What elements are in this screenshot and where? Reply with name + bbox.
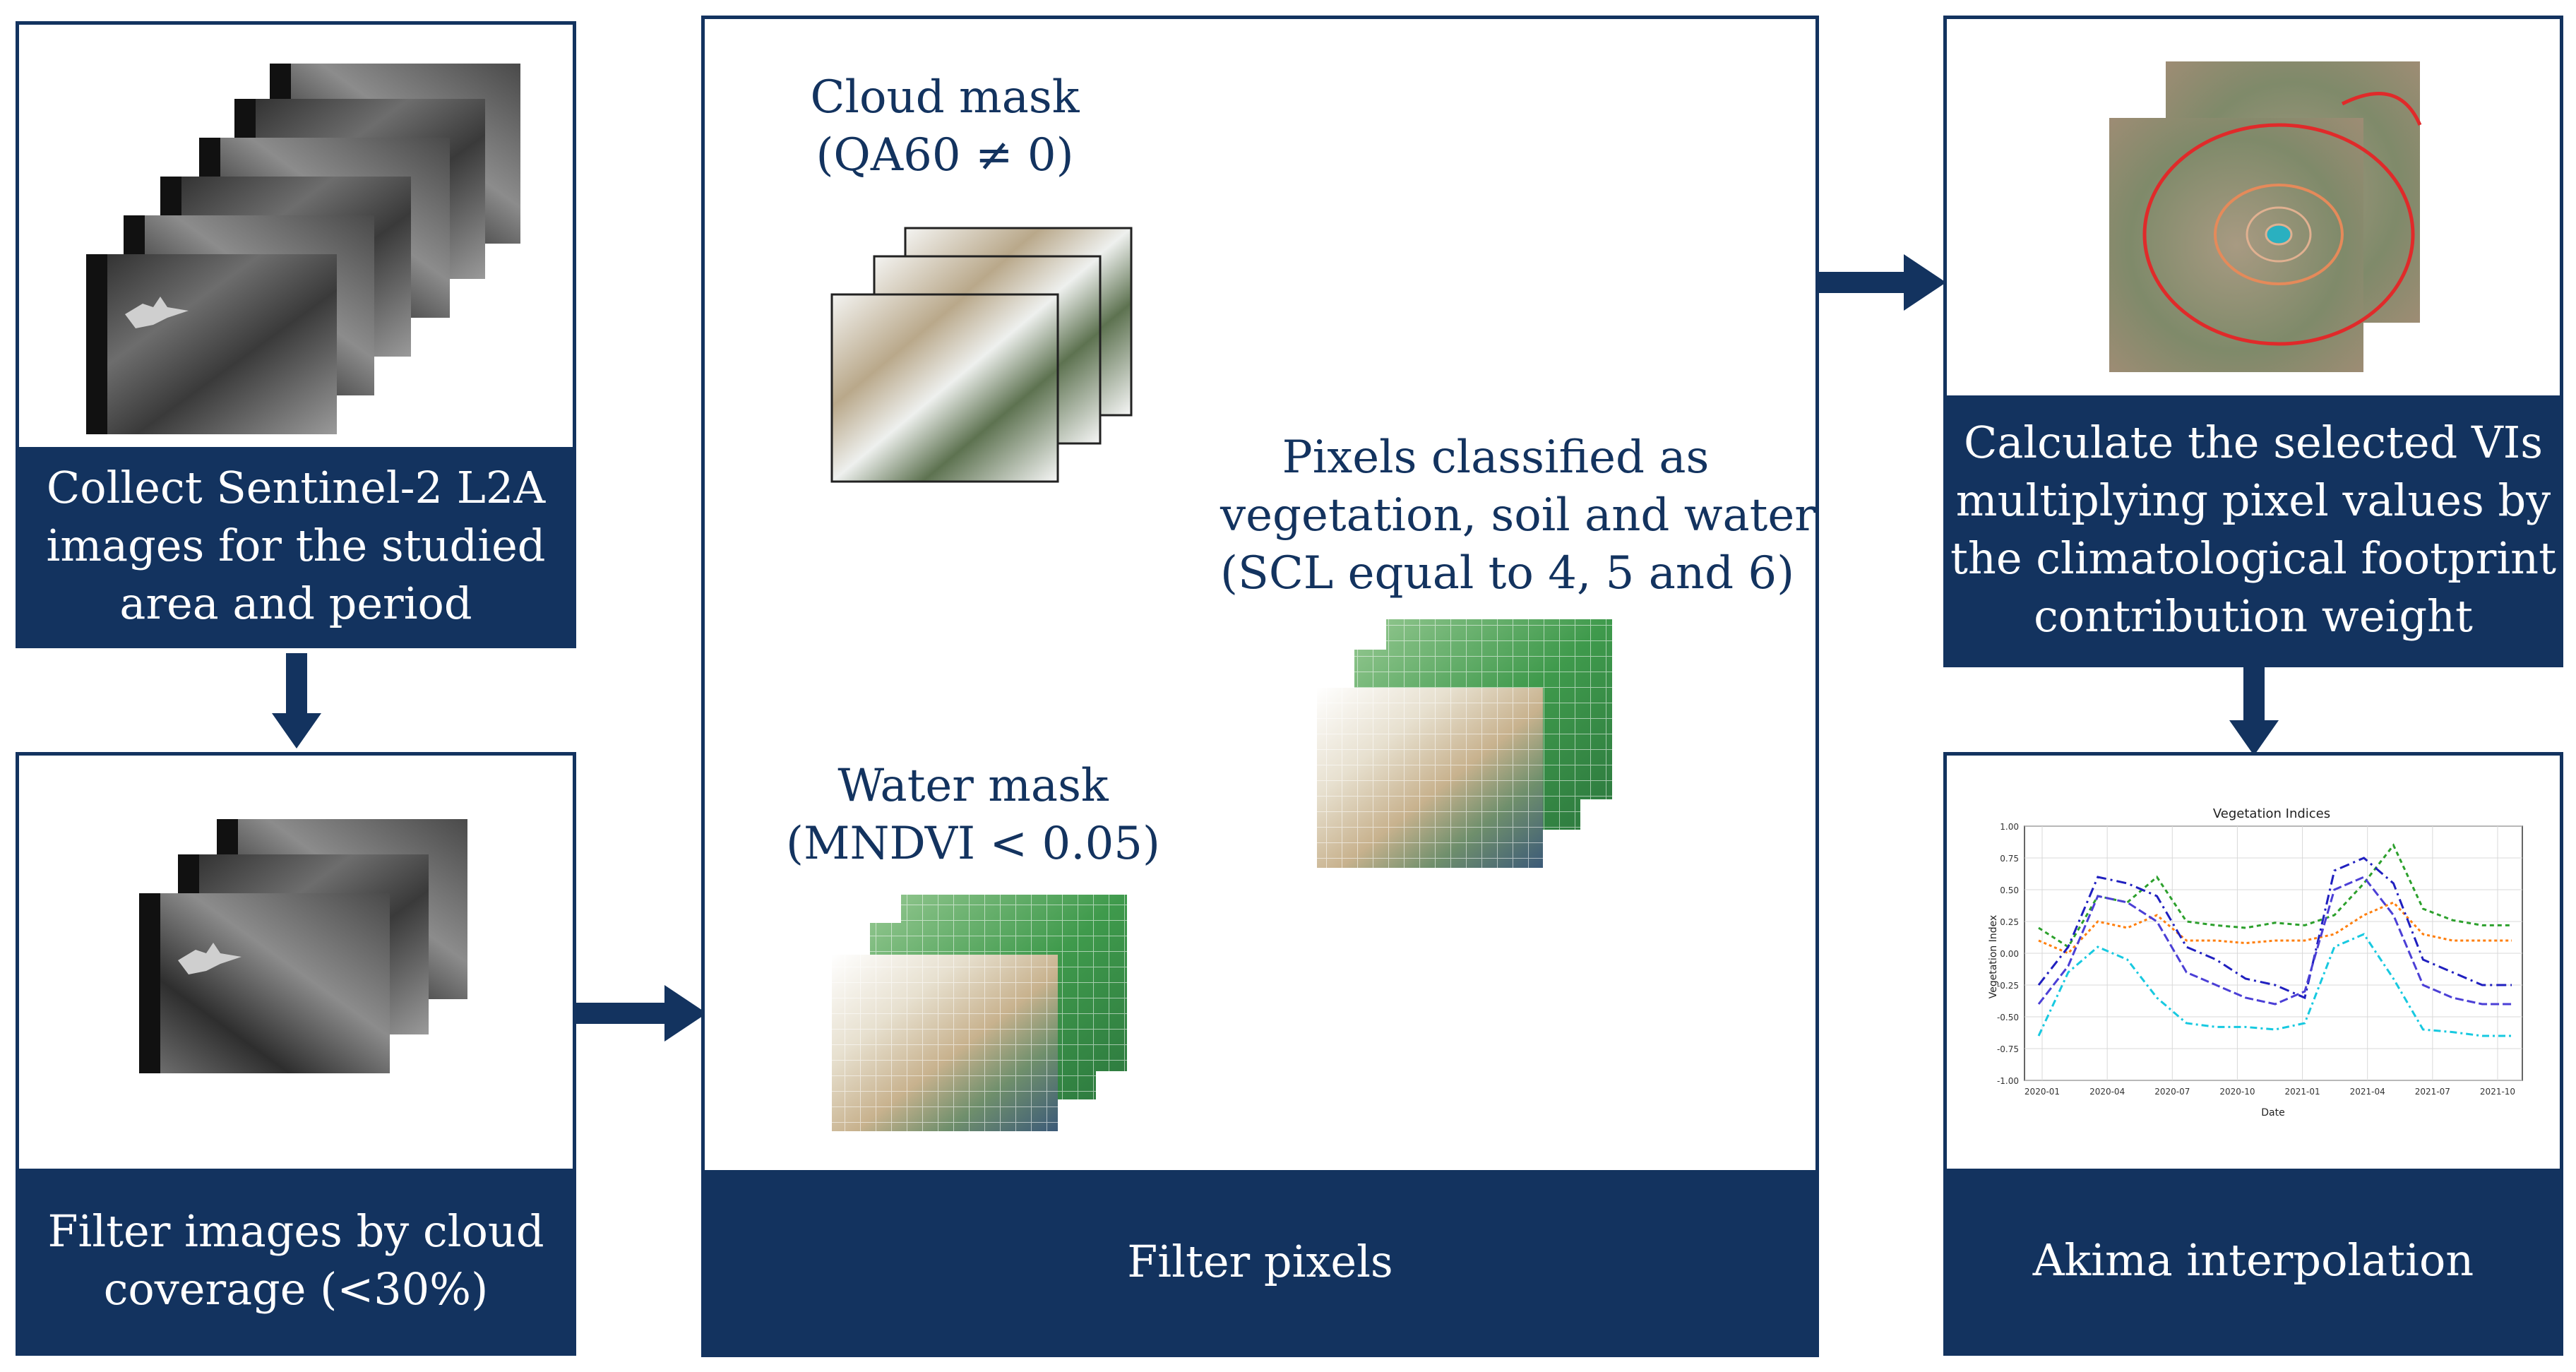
chart-y-axis-label: Vegetation Index (1988, 915, 1999, 998)
caption-line: coverage (<30%) (103, 1263, 489, 1315)
caption-line: Calculate the selected VIs (1963, 417, 2544, 468)
scl-label: Pixels classified as vegetation, soil an… (1220, 429, 1816, 602)
y-tick-label: -0.75 (1997, 1044, 2019, 1054)
caption-line: area and period (119, 578, 472, 629)
chart-title: Vegetation Indices (2213, 806, 2330, 821)
cloud-filter-panel: Filter images by cloud coverage (<30%) (16, 752, 576, 1356)
akima-caption: Akima interpolation (1947, 1169, 2560, 1352)
x-tick-label: 2020-04 (2089, 1087, 2125, 1097)
mask-image-stacks (830, 227, 1612, 1131)
label-line: (MNDVI < 0.05) (786, 818, 1160, 870)
caption-line: Filter pixels (1127, 1236, 1393, 1287)
x-tick-label: 2021-01 (2285, 1087, 2320, 1097)
arrow-right-icon (576, 985, 707, 1042)
series-line (2038, 843, 2512, 949)
label-line: (QA60 ≠ 0) (816, 129, 1074, 181)
series-line (2037, 933, 2512, 1037)
y-tick-label: 1.00 (2000, 822, 2019, 832)
caption-line: images for the studied (46, 520, 546, 571)
series-line (2037, 857, 2512, 1000)
series-line (2037, 876, 2512, 1006)
chart-x-axis-label: Date (2261, 1107, 2284, 1119)
y-tick-label: -1.00 (1997, 1076, 2019, 1086)
label-line: Cloud mask (810, 71, 1080, 124)
series-line (2038, 901, 2512, 955)
x-tick-label: 2020-10 (2219, 1087, 2255, 1097)
vegetation-indices-chart: 1.00 0.75 0.50 0.25 0.00 -0.25 -0.50 -0.75 -1.00… (1988, 806, 2523, 1119)
y-tick-label: 0.00 (2000, 949, 2019, 959)
caption-line: the climatological footprint (1950, 532, 2557, 584)
x-tick-label: 2020-07 (2154, 1087, 2190, 1097)
satellite-image-stack (86, 64, 520, 434)
filtered-image-stack (139, 819, 467, 1073)
caption-line: contribution weight (2034, 590, 2473, 642)
akima-panel: 1.00 0.75 0.50 0.25 0.00 -0.25 -0.50 -0.75 -1.00… (1943, 752, 2563, 1356)
label-line: Water mask (837, 760, 1109, 812)
caption-line: Akima interpolation (2032, 1234, 2474, 1286)
x-tick-label: 2021-04 (2350, 1087, 2385, 1097)
y-tick-label: -0.50 (1997, 1013, 2019, 1022)
collect-images-panel: Collect Sentinel-2 L2A images for the st… (16, 21, 576, 648)
filter-pixels-caption: Filter pixels (705, 1170, 1815, 1354)
y-tick-label: -0.25 (1997, 981, 2019, 991)
y-tick-label: 0.75 (2000, 854, 2019, 864)
water-mask-label: Water mask (MNDVI < 0.05) (775, 757, 1171, 873)
label-line: (SCL equal to 4, 5 and 6) (1220, 547, 1795, 599)
cloud-filter-caption: Filter images by cloud coverage (<30%) (19, 1169, 573, 1352)
arrow-right-icon (1819, 254, 1946, 311)
collect-images-caption: Collect Sentinel-2 L2A images for the st… (19, 447, 573, 645)
cloud-mask-label: Cloud mask (QA60 ≠ 0) (775, 68, 1114, 184)
y-tick-label: 0.50 (2000, 885, 2019, 895)
arrow-down-icon (2229, 667, 2279, 756)
caption-line: Filter images by cloud (47, 1205, 544, 1257)
caption-line: Collect Sentinel-2 L2A (46, 462, 546, 513)
label-line: vegetation, soil and water (1220, 489, 1816, 542)
x-tick-label: 2021-07 (2415, 1087, 2450, 1097)
calculate-vis-panel: Calculate the selected VIs multiplying p… (1943, 16, 2563, 667)
filter-pixels-panel: Cloud mask (QA60 ≠ 0) (701, 16, 1819, 1357)
label-line: Pixels classified as (1282, 431, 1710, 484)
arrow-down-icon (272, 653, 321, 748)
caption-line: multiplying pixel values by (1955, 475, 2551, 526)
y-tick-label: 0.25 (2000, 917, 2019, 927)
x-tick-label: 2021-10 (2480, 1087, 2515, 1097)
x-tick-label: 2020-01 (2025, 1087, 2060, 1097)
footprint-map-image (2109, 61, 2422, 372)
calculate-vis-caption: Calculate the selected VIs multiplying p… (1947, 395, 2560, 664)
